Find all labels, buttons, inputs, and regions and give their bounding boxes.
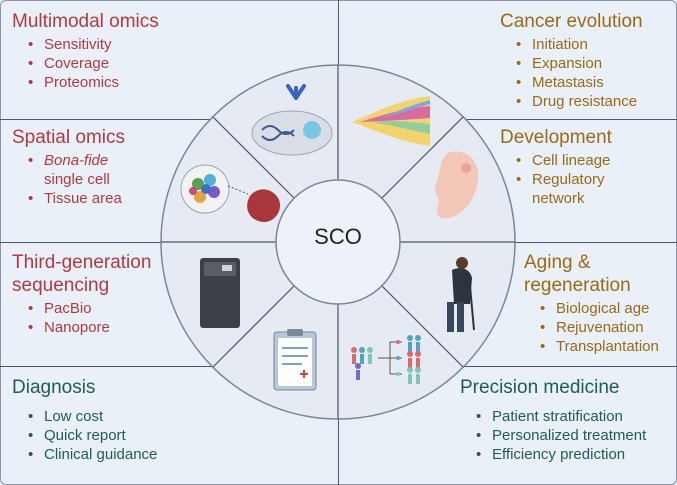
- panel-spatial-omics: Spatial omics Bona-fide single cell Tiss…: [12, 126, 125, 208]
- list-item-continuation: network: [532, 190, 585, 207]
- list-item: Drug resistance: [500, 92, 643, 111]
- list-item-italic: Bona-fide: [44, 152, 109, 169]
- divider-right-1: [338, 119, 677, 120]
- spoke-topleft: [212, 116, 295, 199]
- elderly-person-icon: [447, 257, 475, 332]
- list-item: Initiation: [500, 35, 643, 54]
- panel-title-line2: regeneration: [524, 275, 631, 296]
- panel-precision-medicine: Precision medicine Patient stratificatio…: [460, 376, 646, 464]
- list-item: Low cost: [12, 407, 157, 426]
- panel-title-line1: Aging &: [524, 252, 591, 273]
- panel-title-line2: sequencing: [12, 275, 110, 296]
- list-item: Metastasis: [500, 73, 643, 92]
- panel-aging-regeneration: Aging & regeneration Biological age Reju…: [524, 251, 659, 356]
- antibody-dna-cell-icon: [251, 84, 333, 156]
- list-item: Patient stratification: [460, 407, 646, 426]
- panel-diagnosis: Diagnosis Low cost Quick report Clinical…: [12, 376, 157, 464]
- list-item: Rejuvenation: [524, 318, 659, 337]
- divider-left-1: [0, 119, 338, 120]
- panel-title: Multimodal omics: [12, 11, 159, 32]
- list-item-continuation: single cell: [44, 171, 110, 188]
- embryo-icon: [435, 151, 479, 219]
- list-item: Regulatory: [500, 170, 612, 189]
- list-item: Coverage: [12, 54, 159, 73]
- divider-left-3: [0, 366, 338, 367]
- lineage-fishplot-icon: [352, 96, 430, 146]
- center-label: SCO: [314, 224, 362, 249]
- list-item: Proteomics: [12, 73, 159, 92]
- list-item: Biological age: [524, 299, 659, 318]
- panel-title: Development: [500, 127, 612, 148]
- panel-third-generation-sequencing: Third-generation sequencing PacBio Nanop…: [12, 251, 151, 337]
- panel-title: Spatial omics: [12, 127, 125, 148]
- list-item: Cell lineage: [500, 151, 612, 170]
- spoke-bottomleft: [212, 285, 295, 368]
- list-item: Clinical guidance: [12, 445, 157, 464]
- patient-stratification-icon: [351, 335, 421, 384]
- panel-cancer-evolution: Cancer evolution Initiation Expansion Me…: [500, 10, 643, 111]
- list-item: Sensitivity: [12, 35, 159, 54]
- list-item: PacBio: [12, 299, 151, 318]
- clipboard-report-icon: [273, 329, 317, 391]
- sequencer-icon: [200, 258, 240, 328]
- cell-cluster-tissue-icon: [180, 164, 281, 222]
- list-item: Efficiency prediction: [460, 445, 646, 464]
- list-item: Bona-fide: [12, 151, 125, 170]
- panel-title: Cancer evolution: [500, 11, 643, 32]
- inner-circle: [275, 179, 401, 305]
- list-item: Expansion: [500, 54, 643, 73]
- panel-title-line1: Third-generation: [12, 252, 152, 273]
- list-item: Personalized treatment: [460, 426, 646, 445]
- list-item: Nanopore: [12, 318, 151, 337]
- spoke-topright: [381, 116, 464, 199]
- panel-title: Diagnosis: [12, 377, 96, 398]
- panel-development: Development Cell lineage Regulatory netw…: [500, 126, 612, 208]
- spoke-bottomright: [381, 285, 464, 368]
- panel-title: Precision medicine: [460, 377, 620, 398]
- panel-multimodal-omics: Multimodal omics Sensitivity Coverage Pr…: [12, 10, 159, 92]
- list-item: Tissue area: [12, 189, 125, 208]
- list-item: Quick report: [12, 426, 157, 445]
- list-item: Transplantation: [524, 337, 659, 356]
- divider-right-3: [338, 366, 677, 367]
